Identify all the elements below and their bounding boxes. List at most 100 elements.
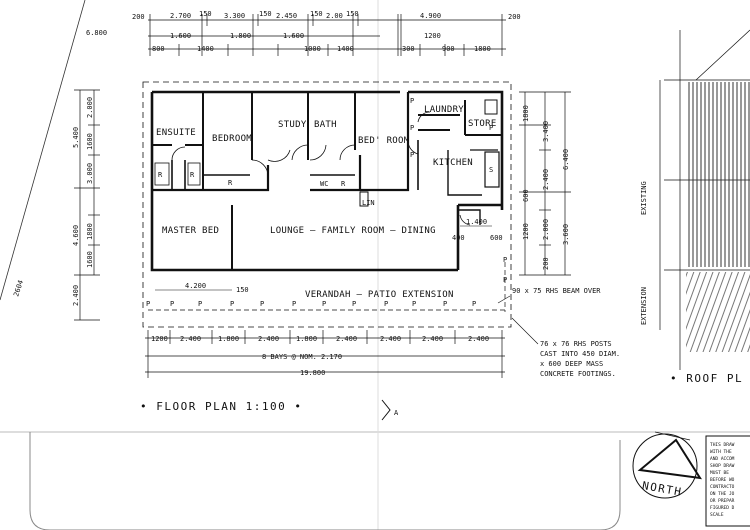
svg-text:3.600: 3.600 [562, 224, 570, 245]
svg-text:2.450: 2.450 [276, 12, 297, 20]
roof-plan: EXISTING EXTENSION [640, 29, 750, 370]
kitchen-dimensions: 1.400 400 600 [452, 218, 503, 242]
svg-text:P: P [503, 256, 507, 264]
svg-text:2.700: 2.700 [170, 12, 191, 20]
svg-text:3.300: 3.300 [224, 12, 245, 20]
construction-notes: 90 x 75 RHS BEAM OVER 76 x 76 RHS POSTS … [497, 287, 620, 378]
svg-text:2.400: 2.400 [468, 335, 489, 343]
robe-marker: R [190, 171, 195, 179]
svg-text:150: 150 [310, 10, 323, 18]
door-swings [171, 111, 471, 226]
verandah-posts: P P P P P P P P P P P P P P [146, 256, 507, 312]
floor-plan-title: • FLOOR PLAN 1:100 • [140, 400, 302, 413]
room-bath: BATH [314, 120, 337, 130]
post-marker: P [489, 124, 493, 132]
robe-marker: R [228, 179, 233, 187]
bottom-dimensions: 4.200 150 1200 2.400 1.800 2.400 1.800 2… [145, 282, 505, 378]
svg-text:1.600: 1.600 [170, 32, 191, 40]
svg-text:1200: 1200 [424, 32, 441, 40]
svg-text:P: P [352, 300, 356, 308]
svg-text:300: 300 [402, 45, 415, 53]
svg-text:2.00: 2.00 [326, 12, 343, 20]
svg-text:THIS DRAW: THIS DRAW [710, 442, 735, 448]
svg-text:3.000: 3.000 [86, 163, 94, 184]
room-lounge: LOUNGE – FAMILY ROOM – DINING [270, 226, 436, 236]
svg-text:MUST BE: MUST BE [710, 470, 729, 476]
svg-text:1400: 1400 [337, 45, 354, 53]
title-block-frame [29, 432, 621, 530]
svg-text:OR PREPAR: OR PREPAR [710, 498, 735, 504]
north-arrow: NORTH [632, 431, 702, 499]
pantry-marker: P [410, 124, 414, 132]
svg-text:19.800: 19.800 [300, 369, 325, 377]
svg-text:5.400: 5.400 [72, 127, 80, 148]
svg-text:P: P [412, 300, 416, 308]
boundary-line [0, 0, 86, 301]
svg-text:600: 600 [490, 234, 503, 242]
existing-label: EXISTING [640, 181, 648, 215]
svg-text:1.800: 1.800 [230, 32, 251, 40]
section-marker: A [394, 409, 399, 417]
shelf-marker: S [489, 166, 493, 174]
building-walls [142, 81, 512, 328]
svg-text:1800: 1800 [86, 223, 94, 240]
svg-text:150: 150 [259, 10, 272, 18]
svg-text:1400: 1400 [197, 45, 214, 53]
svg-text:76 x 76 RHS POSTS: 76 x 76 RHS POSTS [540, 340, 612, 348]
svg-text:P: P [170, 300, 174, 308]
svg-text:CONTRACTO: CONTRACTO [710, 484, 735, 490]
room-labels: ENSUITE BEDROOM STUDY BATH BED' ROOM LAU… [156, 105, 497, 300]
svg-text:1.600: 1.600 [283, 32, 304, 40]
svg-text:P: P [292, 300, 296, 308]
svg-text:3.400: 3.400 [542, 121, 550, 142]
svg-text:6.400: 6.400 [562, 149, 570, 170]
room-store: STORE [468, 119, 497, 129]
drawing-titles: • FLOOR PLAN 1:100 • A • ROOF PL [140, 372, 743, 421]
pantry-marker: P [410, 151, 414, 159]
svg-text:CONCRETE FOOTINGS.: CONCRETE FOOTINGS. [540, 370, 616, 378]
svg-text:200: 200 [132, 13, 145, 21]
robe-marker: R [158, 171, 163, 179]
svg-text:2.400: 2.400 [422, 335, 443, 343]
svg-text:SHOP DRAW: SHOP DRAW [710, 463, 735, 469]
svg-text:4.600: 4.600 [72, 225, 80, 246]
svg-text:P: P [503, 276, 507, 284]
svg-text:2.400: 2.400 [336, 335, 357, 343]
roof-plan-title: • ROOF PL [670, 372, 743, 385]
right-dimensions: 1800 3.400 6.400 2.400 600 3.600 2.000 1… [519, 91, 571, 276]
beam-note: 90 x 75 RHS BEAM OVER [512, 287, 601, 295]
svg-text:P: P [443, 300, 447, 308]
svg-text:1800: 1800 [522, 105, 530, 122]
svg-text:2.000: 2.000 [86, 97, 94, 118]
svg-text:8 BAYS @ NOM. 2.170: 8 BAYS @ NOM. 2.170 [262, 353, 342, 361]
svg-text:1.800: 1.800 [296, 335, 317, 343]
room-bedroom-2: BED' ROOM [358, 136, 410, 146]
wc-marker: WC [320, 180, 328, 188]
linen-marker: LIN [362, 199, 375, 207]
top-dimensions: 200 2.700 150 3.300 150 2.450 150 2.00 1… [86, 10, 521, 56]
svg-text:400: 400 [452, 234, 465, 242]
svg-text:4.200: 4.200 [185, 282, 206, 290]
svg-text:2.000: 2.000 [542, 219, 550, 240]
svg-text:1200: 1200 [151, 335, 168, 343]
svg-text:P: P [146, 300, 150, 308]
svg-text:4.900: 4.900 [420, 12, 441, 20]
svg-text:P: P [198, 300, 202, 308]
post-marker: P [410, 97, 414, 105]
svg-text:ON THE JO: ON THE JO [710, 491, 735, 497]
svg-text:1200: 1200 [522, 223, 530, 240]
svg-text:P: P [322, 300, 326, 308]
svg-text:150: 150 [346, 10, 359, 18]
svg-text:600: 600 [522, 189, 530, 202]
room-ensuite: ENSUITE [156, 128, 196, 138]
svg-text:2.400: 2.400 [258, 335, 279, 343]
svg-text:2.400: 2.400 [180, 335, 201, 343]
north-label: NORTH [641, 479, 683, 499]
svg-text:2.400: 2.400 [542, 169, 550, 190]
svg-text:1600: 1600 [86, 133, 94, 150]
svg-text:1000: 1000 [304, 45, 321, 53]
room-kitchen: KITCHEN [433, 158, 473, 168]
svg-text:P: P [472, 300, 476, 308]
svg-text:BEFORE WO: BEFORE WO [710, 477, 735, 483]
